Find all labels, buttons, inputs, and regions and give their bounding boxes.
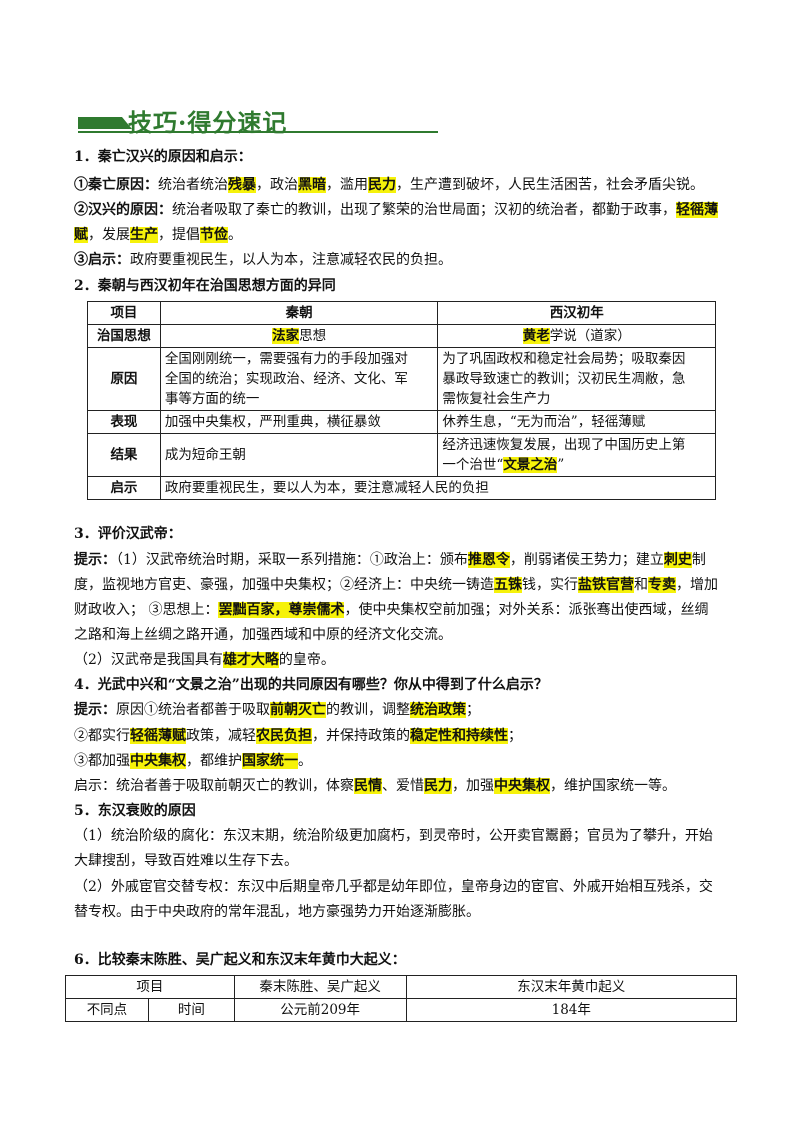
table-cell: 时间 (147, 998, 235, 1022)
header-rule (78, 131, 438, 133)
table-header-cell: 项目 (87, 301, 161, 325)
s4-line-4: 启示：统治者善于吸取前朝灭亡的教训，体察民情、爱惜民力，加强中央集权，维护国家统… (74, 778, 676, 794)
table-cell: 不同点 (65, 998, 149, 1022)
table-cell: 184年 (405, 998, 738, 1022)
s1-line-1: ①秦亡原因：统治者统治残暴，政治黑暗，滥用民力，生产遭到破坏，人民生活困苦，社会… (74, 177, 704, 193)
table-cell: 政府要重视民生，要以人为本，要注意减轻人民的负担 (159, 476, 717, 500)
s3-line-3: 财政收入； ③思想上：罢黜百家，尊崇儒术，使中央集权空前加强；对外关系：派张骞出… (74, 602, 709, 618)
s1-line-2: ②汉兴的原因：统治者吸取了秦亡的教训，出现了繁荣的治世局面；汉初的统治者，都勤于… (74, 202, 718, 218)
row-key: 原因 (87, 347, 161, 411)
section-1-heading: 1．秦亡汉兴的原因和启示： (74, 149, 252, 165)
s1-line-3: 赋，发展生产，提倡节俭。 (74, 227, 242, 243)
row-key: 治国思想 (87, 324, 161, 348)
s5-line-2: 大肆搜刮，导致百姓难以生存下去。 (74, 853, 298, 869)
section-2-heading: 2．秦朝与西汉初年在治国思想方面的异同 (74, 278, 336, 294)
row-key: 结果 (87, 433, 161, 477)
table-header-cell: 东汉末年黄巾起义 (405, 975, 738, 999)
comparison-table-uprisings: 项目 秦末陈胜、吴广起义 东汉末年黄巾起义 不同点 时间 公元前209年 184… (65, 975, 738, 1022)
table-header-cell: 项目 (65, 975, 235, 999)
table-cell: 全国刚刚统一，需要强有力的手段加强对全国的统治；实现政治、经济、文化、军事等方面… (159, 347, 439, 411)
s3-line-5: （2）汉武帝是我国具有雄才大略的皇帝。 (74, 652, 335, 668)
table-cell: 为了巩固政权和稳定社会局势；吸取秦因暴政导致速亡的教训；汉初民生凋敝，急需恢复社… (437, 347, 716, 411)
s5-line-1: （1）统治阶级的腐化：东汉末期，统治阶级更加腐朽，到灵帝时，公开卖官鬻爵；官员为… (74, 828, 713, 844)
s4-line-3: ③都加强中央集权，都维护国家统一。 (74, 753, 312, 769)
s5-line-4: 替专权。由于中央政府的常年混乱，地方豪强势力开始逐渐膨胀。 (74, 904, 480, 920)
table-cell: 成为短命王朝 (159, 433, 439, 477)
table-cell: 法家思想 (159, 324, 439, 348)
row-key: 表现 (87, 410, 161, 434)
s5-line-3: （2）外戚宦官交替专权：东汉中后期皇帝几乎都是幼年即位，皇帝身边的宦官、外戚开始… (74, 879, 713, 895)
s4-line-1: 提示：原因①统治者都善于吸取前朝灭亡的教训，调整统治政策； (74, 702, 480, 718)
comparison-table-qin-han: 项目 秦朝 西汉初年 治国思想 法家思想 黄老学说（道家） 原因 全国刚刚统一，… (87, 301, 717, 500)
table-cell: 加强中央集权，严刑重典，横征暴敛 (159, 410, 439, 434)
section-3-heading: 3．评价汉武帝： (74, 526, 182, 542)
table-cell: 黄老学说（道家） (437, 324, 716, 348)
s3-line-4: 之路和海上丝绸之路开通，加强西域和中原的经济文化交流。 (74, 627, 452, 643)
table-cell: 公元前209年 (233, 998, 407, 1022)
s3-line-1: 提示：（1）汉武帝统治时期，采取一系列措施：①政治上：颁布推恩令，削弱诸侯王势力… (74, 552, 706, 568)
s3-line-2: 度，监视地方官吏、豪强，加强中央集权；②经济上：中央统一铸造五铢钱，实行盐铁官营… (74, 577, 718, 593)
s4-line-2: ②都实行轻徭薄赋政策，减轻农民负担，并保持政策的稳定性和持续性； (74, 728, 522, 744)
row-key: 启示 (87, 476, 161, 500)
table-cell: 经济迅速恢复发展，出现了中国历史上第 一个治世“文景之治” (437, 433, 716, 477)
header-bar-icon (78, 117, 132, 129)
section-6-heading: 6．比较秦末陈胜、吴广起义和东汉末年黄巾大起义： (74, 952, 406, 968)
s1-line-4: ③启示：政府要重视民生，以人为本，注意减轻农民的负担。 (74, 252, 452, 268)
table-header-cell: 西汉初年 (437, 301, 716, 325)
section-4-heading: 4．光武中兴和“文景之治”出现的共同原因有哪些？你从中得到了什么启示？ (74, 677, 548, 693)
table-header-cell: 秦朝 (159, 301, 439, 325)
section-5-heading: 5．东汉衰败的原因 (74, 803, 196, 819)
table-cell: 休养生息，“无为而治”，轻徭薄赋 (437, 410, 716, 434)
table-header-cell: 秦末陈胜、吴广起义 (233, 975, 407, 999)
